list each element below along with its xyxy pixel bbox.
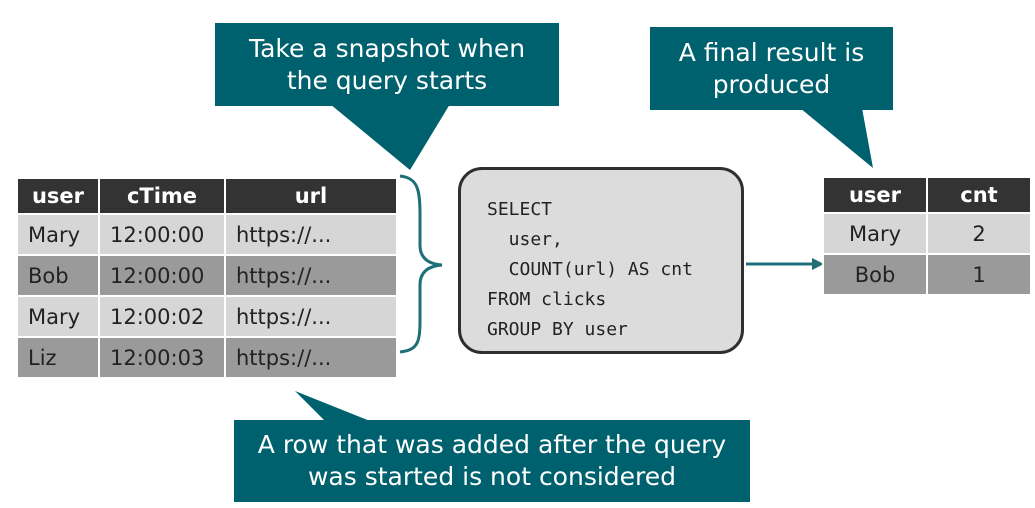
table-row: Mary 12:00:00 https://...	[16, 213, 398, 256]
final-callout-pointer	[800, 108, 873, 168]
cell-ctime: 12:00:00	[98, 254, 226, 297]
cell-user: Mary	[16, 213, 100, 256]
snapshot-callout: Take a snapshot when the query starts	[215, 23, 559, 106]
cell-ctime: 12:00:00	[98, 213, 226, 256]
table-row: Mary 12:00:02 https://...	[16, 295, 398, 338]
added-row-callout-pointer	[295, 391, 370, 421]
cell-url: https://...	[224, 336, 398, 379]
cell-ctime: 12:00:02	[98, 295, 226, 338]
query-line: SELECT	[487, 199, 553, 220]
final-callout-line-2: produced	[712, 69, 831, 99]
query-line: GROUP BY user	[487, 319, 628, 340]
query-line: COUNT(url) AS cnt	[487, 259, 693, 280]
cell-url: https://...	[224, 295, 398, 338]
header-user: user	[822, 176, 928, 214]
header-url: url	[224, 177, 398, 215]
added-row-callout-line-2: was started is not considered	[307, 462, 677, 491]
final-callout-line-1: A final result is	[678, 37, 865, 67]
snapshot-callout-line-2: the query starts	[286, 65, 488, 95]
table-row: Bob 12:00:00 https://...	[16, 254, 398, 297]
cell-user: Mary	[16, 295, 100, 338]
cell-user: Bob	[16, 254, 100, 297]
cell-url: https://...	[224, 213, 398, 256]
input-table: user cTime url Mary 12:00:00 https://...…	[16, 177, 398, 379]
query-line: FROM clicks	[487, 289, 607, 310]
cell-cnt: 2	[926, 212, 1032, 255]
result-table: user cnt Mary 2 Bob 1	[822, 176, 1032, 296]
cell-user: Mary	[822, 212, 928, 255]
cell-cnt: 1	[926, 253, 1032, 296]
snapshot-callout-pointer	[330, 104, 450, 170]
added-row-callout-line-1: A row that was added after the query	[257, 430, 727, 459]
cell-user: Liz	[16, 336, 100, 379]
cell-ctime: 12:00:03	[98, 336, 226, 379]
final-result-callout: A final result is produced	[650, 27, 893, 110]
result-arrow-head	[812, 258, 824, 270]
header-ctime: cTime	[98, 177, 226, 215]
added-row-callout: A row that was added after the query was…	[234, 420, 750, 502]
table-row: Liz 12:00:03 https://...	[16, 336, 398, 379]
curly-brace	[399, 174, 443, 354]
header-cnt: cnt	[926, 176, 1032, 214]
input-table-header: user cTime url	[16, 177, 398, 215]
table-row: Bob 1	[822, 253, 1032, 296]
cell-url: https://...	[224, 254, 398, 297]
query-line: user,	[487, 229, 563, 250]
result-table-header: user cnt	[822, 176, 1032, 214]
table-row: Mary 2	[822, 212, 1032, 255]
snapshot-callout-line-1: Take a snapshot when	[248, 33, 526, 63]
cell-user: Bob	[822, 253, 928, 296]
header-user: user	[16, 177, 100, 215]
